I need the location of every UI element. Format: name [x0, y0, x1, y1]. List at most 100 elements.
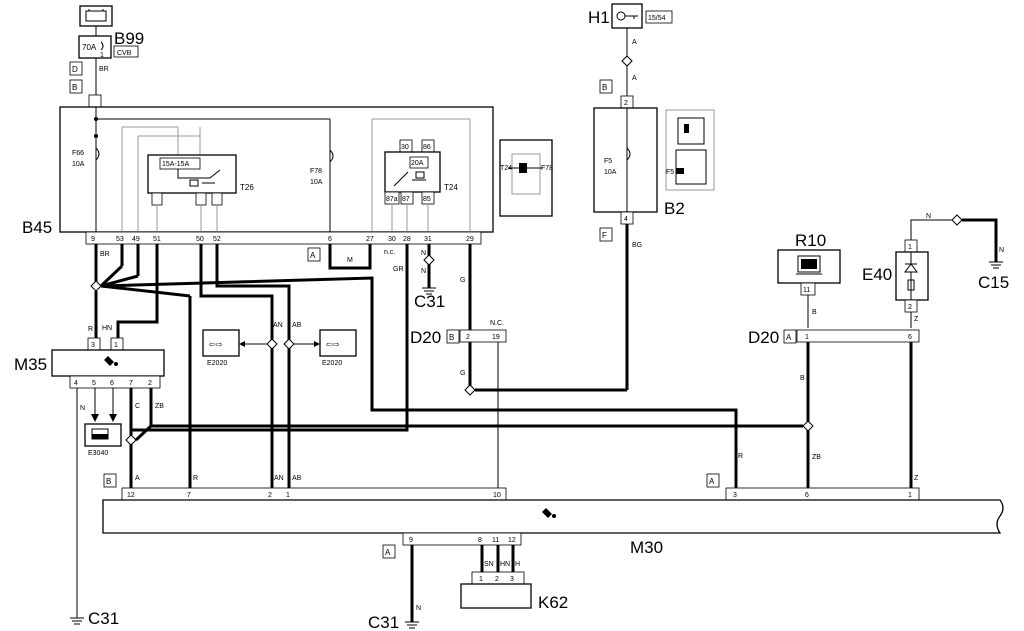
svg-text:4: 4 — [74, 380, 78, 387]
svg-text:Z: Z — [914, 316, 919, 323]
svg-text:BG: BG — [632, 242, 642, 249]
svg-text:N: N — [926, 213, 931, 220]
svg-text:7: 7 — [129, 380, 133, 387]
svg-text:N: N — [421, 250, 426, 257]
svg-text:31: 31 — [424, 236, 432, 243]
m30-pins-bottom: A 9 8 11 12 — [382, 532, 522, 559]
svg-text:B: B — [106, 477, 111, 486]
label-r10: R10 — [795, 231, 826, 250]
label-h1: H1 — [588, 8, 610, 27]
f78-label: F78 — [310, 168, 322, 175]
svg-text:G: G — [460, 277, 465, 284]
svg-text:1: 1 — [805, 334, 809, 341]
svg-text:A: A — [709, 477, 715, 486]
svg-text:R: R — [738, 453, 743, 460]
svg-text:E2020: E2020 — [322, 360, 342, 367]
svg-text:86: 86 — [423, 144, 431, 151]
b99-fuse-rating: 70A — [82, 43, 97, 52]
svg-text:11: 11 — [492, 537, 499, 544]
svg-text:N: N — [80, 405, 85, 412]
svg-text:N: N — [416, 605, 421, 612]
svg-text:A: A — [135, 475, 140, 482]
svg-text:4: 4 — [624, 216, 628, 223]
svg-text:⇦⇨: ⇦⇨ — [209, 340, 223, 349]
svg-text:AN: AN — [274, 475, 284, 482]
svg-text:51: 51 — [153, 236, 161, 243]
label-cvb: CVB — [117, 50, 132, 57]
e40-component: 1 2 — [895, 239, 929, 313]
svg-text:10A: 10A — [604, 169, 617, 176]
svg-text:A: A — [385, 548, 391, 557]
svg-text:19: 19 — [492, 334, 500, 341]
svg-text:A: A — [632, 39, 637, 46]
svg-text:29: 29 — [466, 236, 474, 243]
b2-fusebox: F5 10A 4 — [593, 107, 658, 225]
b99-battery — [79, 5, 113, 27]
svg-text:2: 2 — [268, 492, 272, 499]
label-d20-right: D20 — [748, 328, 779, 347]
svg-text:3: 3 — [91, 342, 95, 349]
svg-text:BR: BR — [99, 66, 109, 73]
label-c15: C15 — [978, 273, 1009, 292]
m30-pins-top: 12 7 2 1 10 3 6 1 — [121, 487, 920, 501]
svg-text:N.C.: N.C. — [490, 320, 504, 327]
svg-text:85: 85 — [423, 196, 431, 203]
f66-label: F66 — [72, 150, 84, 157]
m35-pins-bottom: 4 5 6 7 2 — [69, 375, 161, 389]
b45-inset-graphic: T24 F78 — [499, 139, 553, 217]
svg-text:R: R — [88, 326, 93, 333]
svg-text:87a: 87a — [386, 196, 398, 203]
svg-text:n.c.: n.c. — [384, 249, 395, 256]
svg-text:E3040: E3040 — [88, 450, 108, 457]
svg-text:T24: T24 — [500, 165, 512, 172]
label-c31-top: C31 — [414, 292, 445, 311]
e3040-window-motor — [84, 423, 122, 447]
relay-t26: 15A-15A — [147, 154, 237, 206]
t26-rating: 15A-15A — [162, 161, 190, 168]
svg-text:AN: AN — [273, 322, 283, 329]
svg-text:BR: BR — [100, 251, 110, 258]
svg-text:2: 2 — [148, 380, 152, 387]
t24-rating: 20A — [411, 160, 424, 167]
label-d20-left: D20 — [410, 328, 441, 347]
e2020-left: ⇦⇨ — [202, 329, 240, 357]
svg-text:G: G — [460, 370, 465, 377]
svg-text:5: 5 — [92, 380, 96, 387]
svg-text:A: A — [632, 75, 637, 82]
svg-text:HN: HN — [500, 561, 510, 568]
svg-text:B: B — [812, 309, 817, 316]
svg-text:53: 53 — [116, 236, 124, 243]
connector-f: F — [602, 231, 607, 240]
svg-text:9: 9 — [91, 236, 95, 243]
svg-text:30: 30 — [401, 144, 409, 151]
svg-text:28: 28 — [403, 236, 411, 243]
label-b99: B99 — [114, 29, 144, 48]
m30-module — [102, 499, 1004, 534]
svg-text:87: 87 — [402, 196, 410, 203]
svg-text:A: A — [786, 333, 792, 342]
svg-text:6: 6 — [110, 380, 114, 387]
svg-text:30: 30 — [388, 236, 396, 243]
svg-text:B: B — [602, 83, 607, 92]
svg-text:3: 3 — [733, 492, 737, 499]
svg-text:3: 3 — [510, 576, 514, 583]
connector-b: B — [72, 83, 77, 92]
svg-text:H: H — [515, 561, 520, 568]
svg-text:F5: F5 — [666, 169, 674, 176]
svg-text:11: 11 — [803, 287, 810, 294]
svg-text:52: 52 — [213, 236, 221, 243]
label-m30: M30 — [630, 538, 663, 557]
svg-text:10A: 10A — [310, 179, 323, 186]
svg-text:⇦⇨: ⇦⇨ — [326, 340, 340, 349]
svg-text:10: 10 — [493, 492, 501, 499]
h1-tag: 15/54 — [648, 15, 666, 22]
svg-text:6: 6 — [908, 334, 912, 341]
svg-text:1: 1 — [286, 492, 290, 499]
svg-text:9: 9 — [409, 537, 413, 544]
svg-text:ZB: ZB — [155, 403, 164, 410]
svg-text:R: R — [193, 475, 198, 482]
b2-inset-graphic: F5 — [665, 109, 715, 191]
label-c31-left: C31 — [88, 609, 119, 628]
svg-text:ZB: ZB — [812, 454, 821, 461]
